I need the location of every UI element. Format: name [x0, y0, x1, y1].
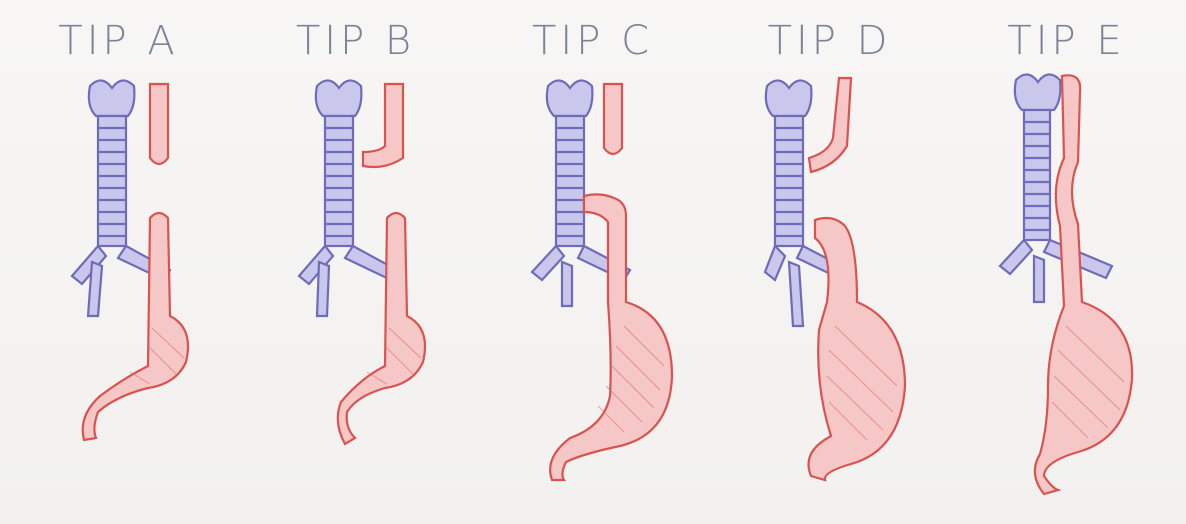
panel-tip-c: TIP C [474, 0, 711, 524]
panel-tip-b: TIP B [237, 0, 474, 524]
trachea [299, 80, 397, 316]
panel-label: TIP A [0, 18, 237, 64]
panel-tip-a: TIP A [0, 0, 237, 524]
diagram-tip-e [948, 66, 1185, 506]
diagram-tip-d [711, 66, 948, 506]
panel-tip-e: TIP E [948, 0, 1185, 524]
panel-label: TIP C [474, 18, 711, 64]
panel-tip-d: TIP D [711, 0, 948, 524]
diagram-tip-a [0, 66, 237, 506]
panel-label: TIP B [237, 18, 474, 64]
esophagus [809, 78, 906, 480]
diagram-tip-b [237, 66, 474, 506]
panel-label: TIP D [711, 18, 948, 64]
panel-label: TIP E [948, 18, 1185, 64]
diagram-tip-c [474, 66, 711, 506]
